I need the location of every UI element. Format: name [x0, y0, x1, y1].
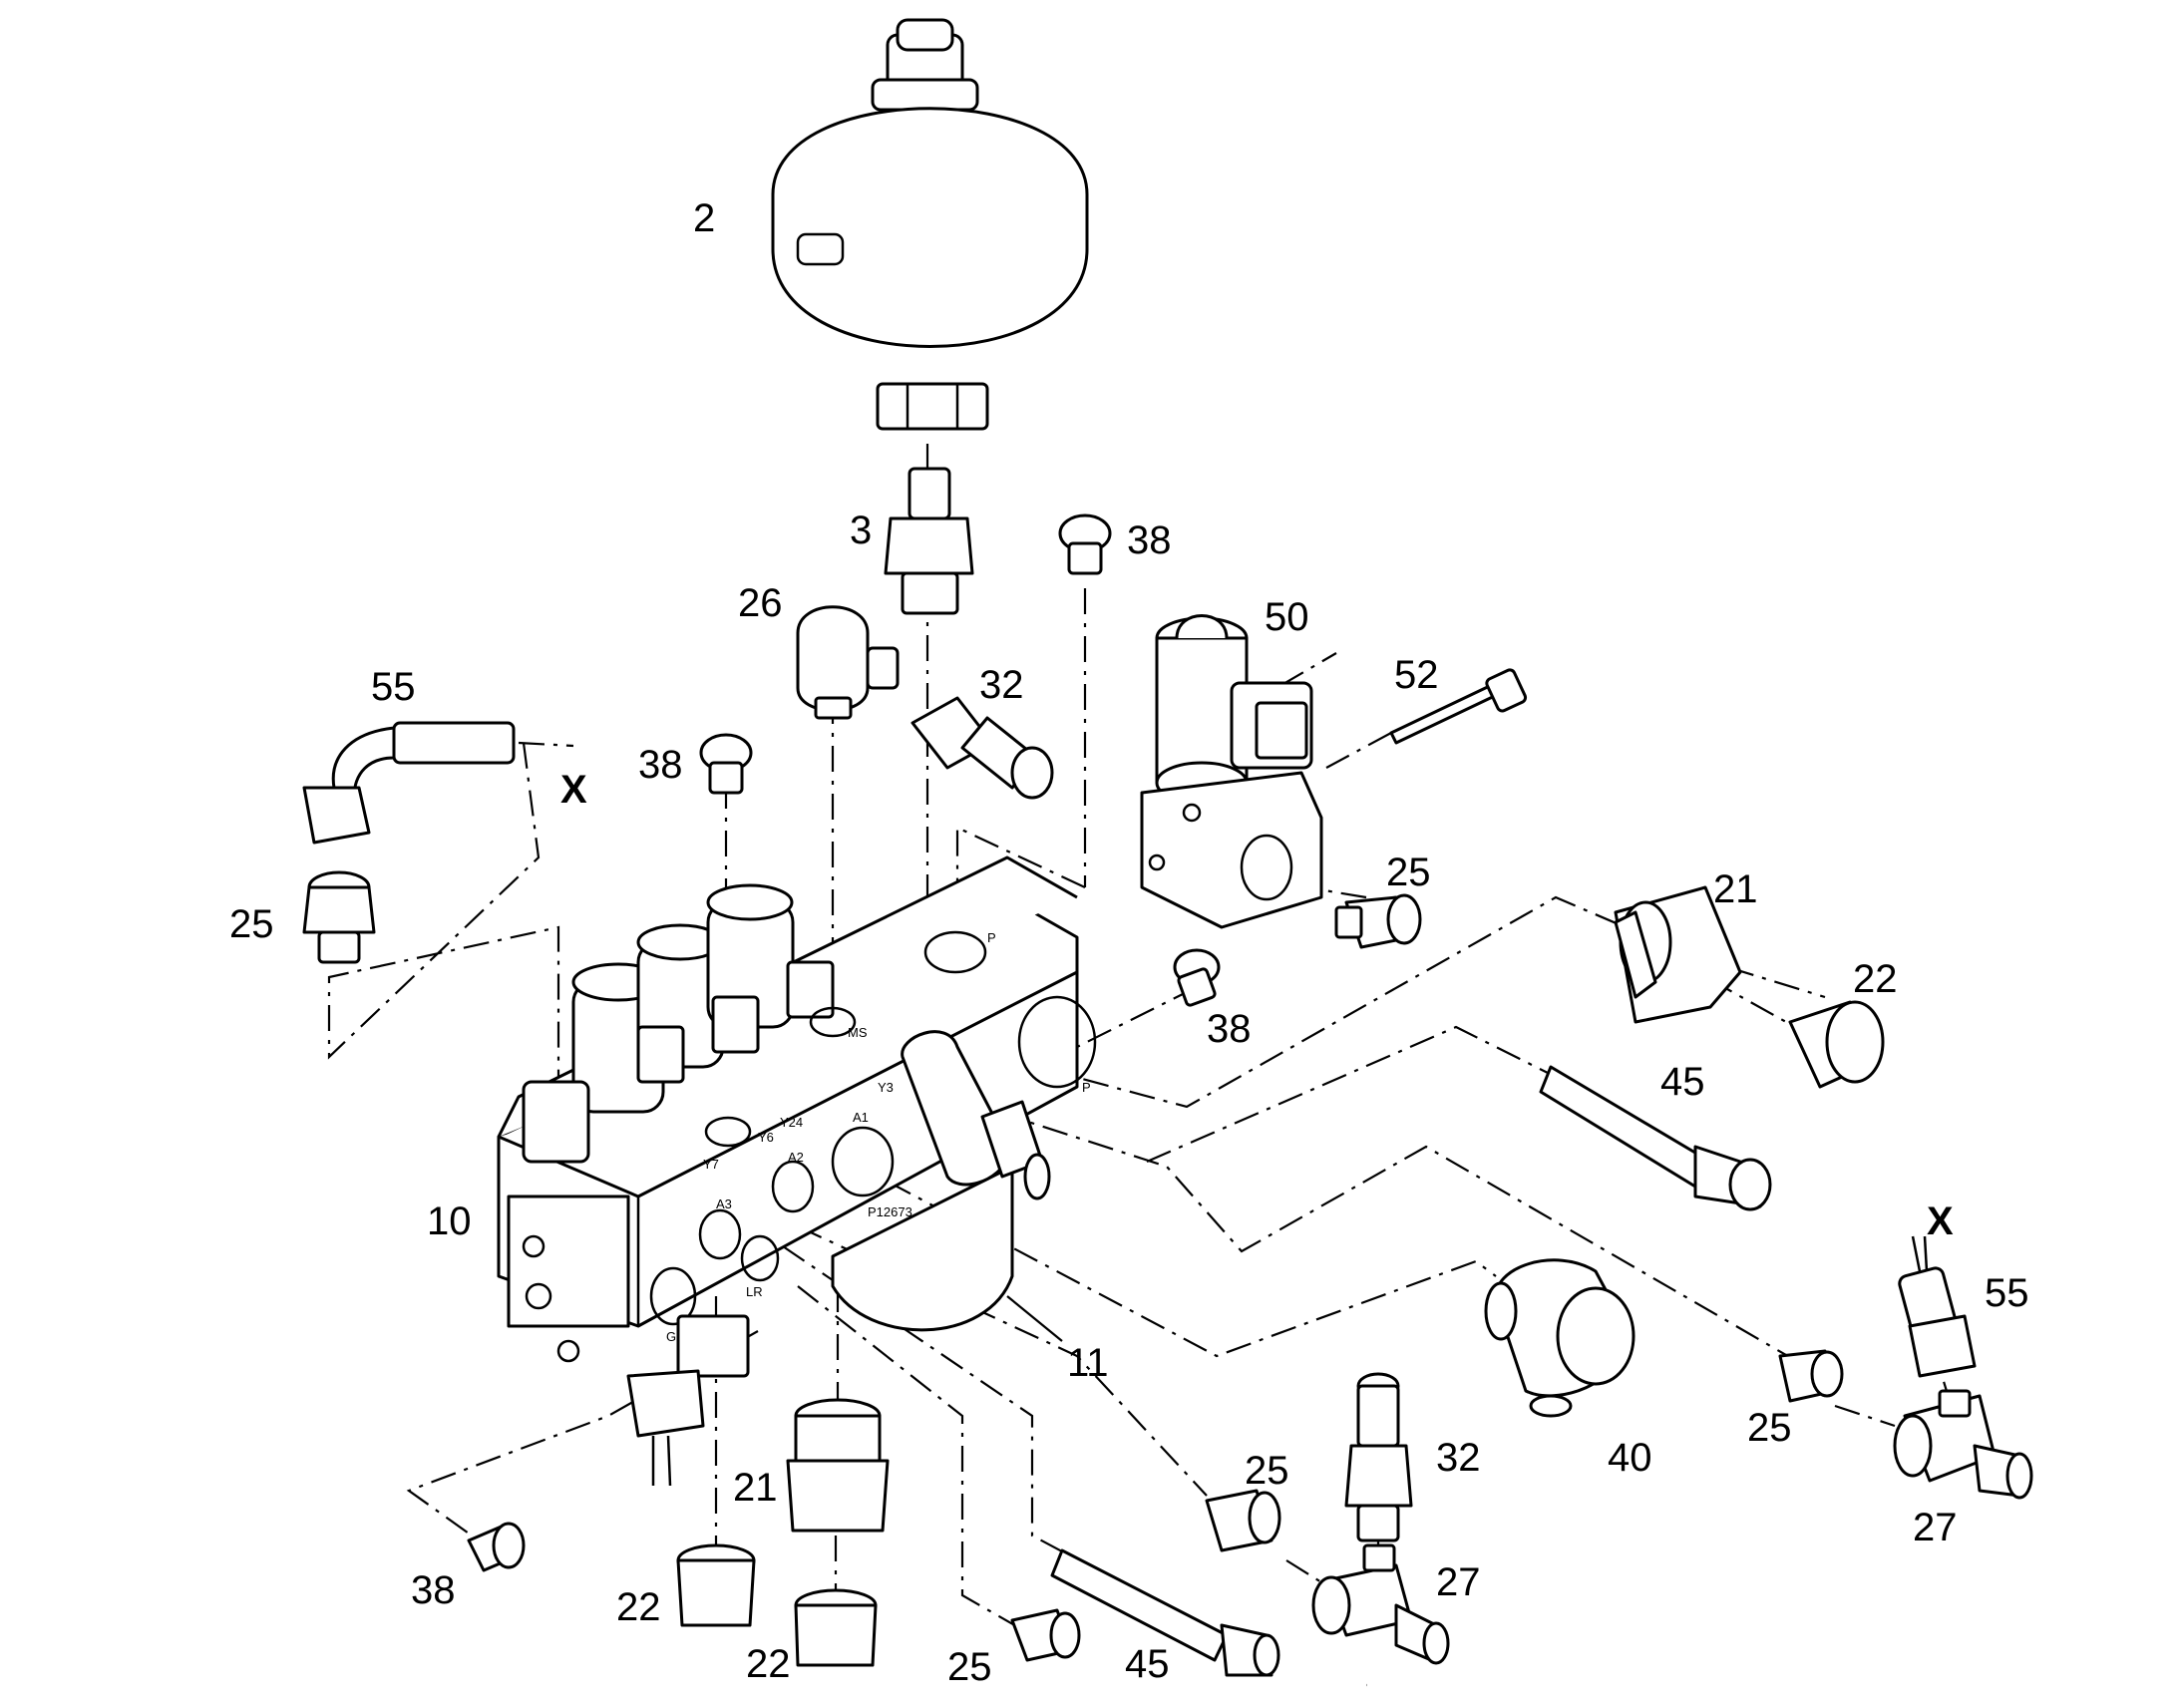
callout-45-right: 45: [1660, 1060, 1705, 1104]
callout-21-right: 21: [1713, 867, 1758, 911]
callout-55-right: 55: [1985, 1271, 2029, 1315]
coupler-32-bottom: [1344, 1372, 1413, 1542]
lead-tee-27-bottom: [1285, 1559, 1327, 1586]
port-label-a1: A1: [853, 1110, 869, 1125]
bolt-45-right: [1539, 1065, 1772, 1211]
callout-3: 3: [850, 509, 872, 552]
lead-bolt-52: [1325, 732, 1392, 769]
lead-sensor-55-left: [518, 741, 574, 748]
fitting-25-far: [1010, 1608, 1081, 1662]
callout-22-bottom: 22: [746, 1642, 791, 1686]
lead-fitting-25-left: [327, 742, 560, 1107]
serial-number: P12673: [868, 1204, 912, 1219]
tee-fitting-27-bottom: [1311, 1543, 1450, 1665]
callout-32-top: 32: [979, 663, 1024, 707]
accumulator: [771, 18, 1089, 431]
coupler-32-top: [910, 696, 1054, 800]
plug-38-bottom: [467, 1522, 526, 1572]
callout-25-far: 25: [947, 1645, 992, 1689]
callout-25-valve: 25: [1386, 851, 1431, 894]
callout-45-bottom: 45: [1125, 1642, 1170, 1686]
adapter-3: [884, 467, 974, 615]
valve-block-10: A3 A2 A1 Y3 Y7 Y6 Y24 P LR GH MS P P1267…: [497, 855, 1097, 1487]
fitting-22-bottom: [794, 1588, 878, 1667]
callout-2: 2: [693, 196, 715, 240]
lead-fitting-40: [887, 1181, 1497, 1358]
callout-22-left: 22: [616, 1585, 661, 1629]
callout-38-left: 38: [638, 743, 683, 787]
solenoid-coils: [571, 883, 835, 1114]
callout-27-right: 27: [1913, 1506, 1958, 1549]
plug-38-mid: [1173, 948, 1221, 1007]
port-label-p: P: [1082, 1080, 1091, 1095]
port-label-y7: Y7: [703, 1157, 719, 1172]
callout-40: 40: [1608, 1436, 1652, 1480]
sensor-55-right: [1898, 1235, 1977, 1378]
callout-38-mid: 38: [1207, 1007, 1252, 1051]
cartridge-valve: [901, 1030, 1051, 1200]
port-label-y6: Y6: [758, 1130, 774, 1145]
callout-22-right: 22: [1853, 957, 1898, 1001]
fitting-22-left: [676, 1543, 756, 1627]
plug-38-top: [1058, 513, 1112, 575]
callout-55-left: 55: [371, 665, 416, 709]
callout-50: 50: [1265, 595, 1309, 639]
bolt-45-bottom: [1050, 1548, 1280, 1677]
port-label-ms: MS: [848, 1025, 868, 1040]
callout-26: 26: [738, 581, 783, 625]
lead-tee-27-link: [1834, 1404, 1896, 1428]
filter-11: [831, 1165, 1014, 1332]
fitting-21-right: [1614, 885, 1742, 1024]
callout-21-bottom: 21: [733, 1466, 778, 1510]
port-label-a2: A2: [788, 1150, 804, 1165]
callout-x-right: X: [1927, 1199, 1954, 1243]
fitting-22-right: [1788, 1000, 1885, 1089]
lead-tee-27-right: [996, 1110, 1806, 1367]
callout-x-left: X: [560, 768, 587, 812]
fitting-25-right: [1778, 1349, 1844, 1403]
fitting-21-bottom: [786, 1398, 890, 1533]
lead-fitting-25-far: [797, 1285, 1033, 1636]
lead-bolt-45-bottom: [782, 1245, 1108, 1576]
fitting-25-left: [302, 870, 376, 964]
swivel-fitting-26: [796, 605, 900, 720]
callout-25-bottom: 25: [1245, 1449, 1289, 1493]
callout-38-top: 38: [1127, 518, 1172, 562]
tee-fitting-27-right: [1893, 1389, 2033, 1500]
callout-32-bottom: 32: [1436, 1436, 1481, 1480]
callouts: 2 3 38 26 32 50 52 55 X 38 25 25 21 22 3…: [229, 196, 2029, 1689]
lead-bolt-45-right: [1146, 1025, 1557, 1164]
lead-plug-38-mid: [1076, 986, 1198, 1048]
port-label-lr: LR: [746, 1284, 763, 1299]
callout-38-bottom: 38: [411, 1568, 456, 1612]
port-label-y3: Y3: [878, 1080, 894, 1095]
port-label-y24: Y24: [780, 1115, 803, 1130]
callout-11: 11: [1067, 1341, 1109, 1385]
swivel-fitting-40: [1484, 1258, 1635, 1418]
plug-38-left: [699, 733, 753, 795]
port-label-a3: A3: [716, 1196, 732, 1211]
bolt-52: [1389, 668, 1528, 745]
fitting-25-bottom: [1205, 1489, 1281, 1552]
solenoid-valve-50: [1140, 614, 1323, 929]
callout-27-bottom: 27: [1436, 1560, 1481, 1604]
callout-10: 10: [427, 1199, 472, 1243]
port-label-pn: P: [987, 930, 996, 945]
callout-52: 52: [1394, 653, 1439, 697]
fitting-25-valve: [1334, 893, 1422, 949]
callout-25-left: 25: [229, 902, 274, 946]
leader-11: [1006, 1295, 1063, 1342]
sensor-cable-55-left: [302, 721, 516, 845]
callout-25-right: 25: [1747, 1406, 1792, 1450]
